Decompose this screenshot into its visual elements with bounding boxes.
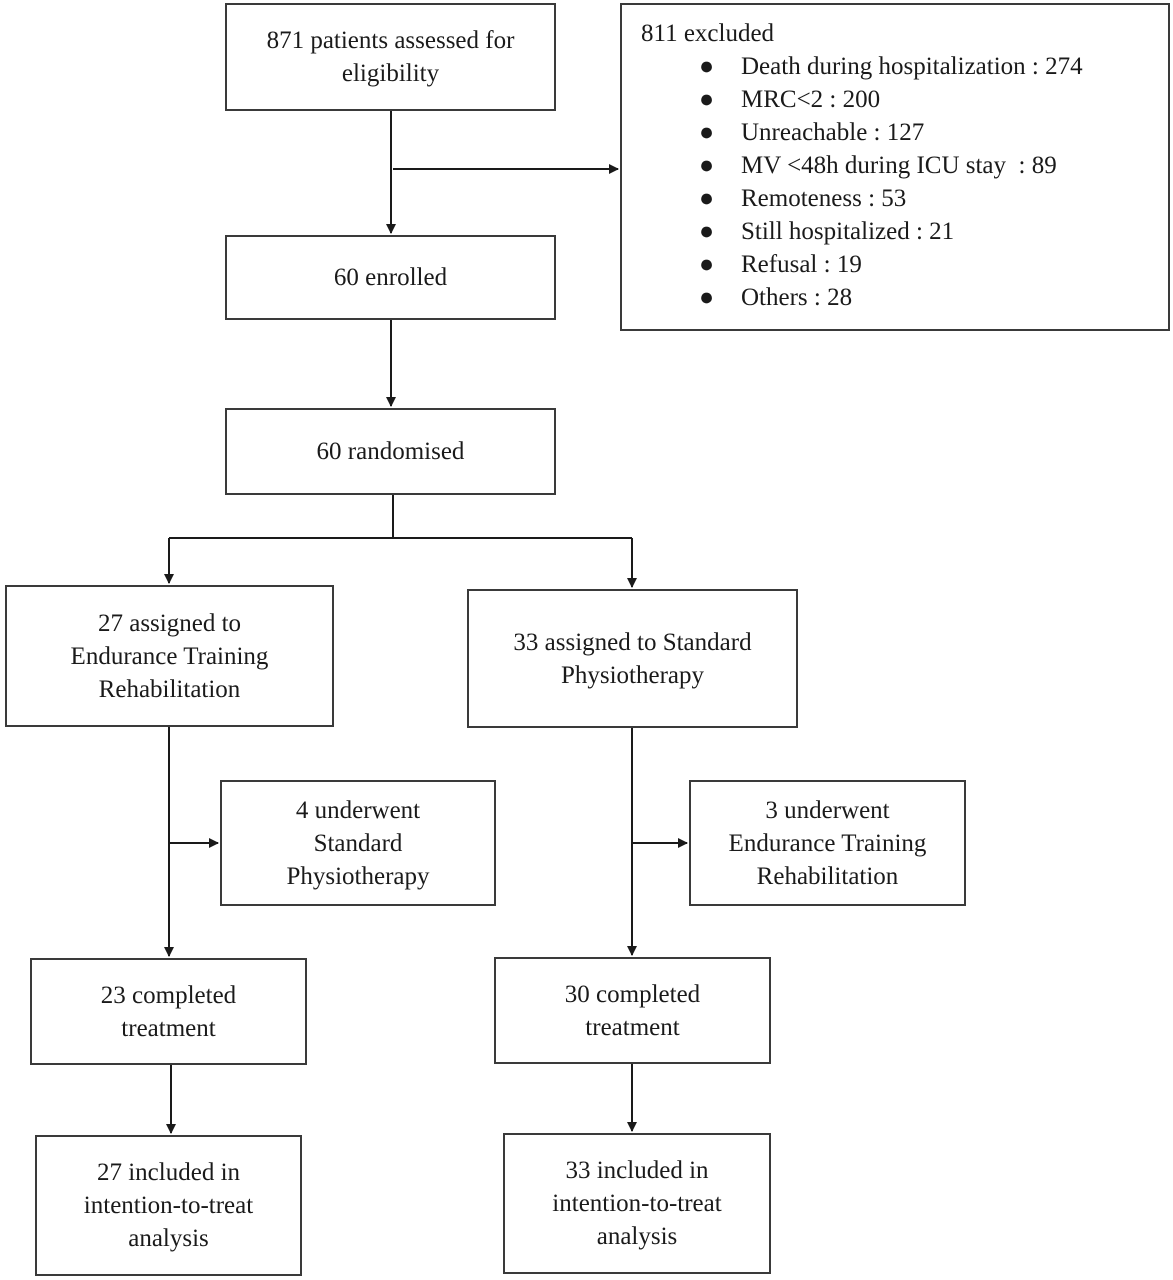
left-crossover-box: 4 underwent Standard Physiotherapy [220,780,496,906]
bullet-icon: ● [699,251,715,278]
left-assigned-line-1: 27 assigned to [97,609,242,637]
right-completed-line-1: 30 completed [564,980,701,1008]
left-itt-line-2: intention-to-treat [83,1192,254,1219]
excluded-item: ●MRC<2 : 200 [641,83,1168,116]
left-itt-line-3: analysis [128,1225,209,1252]
right-crossover-line-2: Endurance Training [728,829,927,857]
left-assigned-line-3: Rehabilitation [98,675,241,703]
bullet-icon: ● [699,185,715,212]
right-assigned-line-2: Physiotherapy [560,661,705,689]
right-assigned-line-1: 33 assigned to Standard [513,628,752,656]
excluded-list: ●Death during hospitalization : 274 ●MRC… [641,50,1168,314]
excluded-item: ●Death during hospitalization : 274 [641,50,1168,83]
right-itt-line-2: intention-to-treat [552,1190,722,1217]
assessed-line-2: eligibility [341,60,440,87]
excluded-box: 811 excluded ●Death during hospitalizati… [620,3,1170,331]
bullet-icon: ● [699,86,715,113]
left-itt-box: 27 included in intention-to-treat analys… [35,1135,302,1276]
excluded-item: ●Others : 28 [641,281,1168,314]
bullet-icon: ● [699,218,715,245]
left-crossover-line-1: 4 underwent [295,796,421,824]
excluded-item: ●Still hospitalized : 21 [641,215,1168,248]
left-completed-line-1: 23 completed [100,981,237,1009]
left-assigned-box: 27 assigned to Endurance Training Rehabi… [5,585,334,727]
bullet-icon: ● [699,119,715,146]
right-itt-line-1: 33 included in [565,1157,709,1184]
left-completed-box: 23 completed treatment [30,958,307,1065]
bullet-icon: ● [699,152,715,179]
left-crossover-line-2: Standard [313,829,403,857]
left-crossover-line-3: Physiotherapy [286,862,430,890]
right-completed-line-2: treatment [585,1013,680,1041]
left-completed-line-2: treatment [121,1014,216,1042]
excluded-title: 811 excluded [641,20,775,47]
left-itt-line-1: 27 included in [96,1159,241,1186]
bullet-icon: ● [699,284,715,311]
enrolled-line-1: 60 enrolled [333,264,448,291]
right-crossover-line-3: Rehabilitation [756,862,899,890]
randomised-line-1: 60 randomised [316,438,465,465]
right-assigned-box: 33 assigned to Standard Physiotherapy [467,589,798,728]
right-crossover-box: 3 underwent Endurance Training Rehabilit… [689,780,966,906]
assessed-line-1: 871 patients assessed for [266,27,515,54]
excluded-item: ●Refusal : 19 [641,248,1168,281]
excluded-item: ●Unreachable : 127 [641,116,1168,149]
left-assigned-line-2: Endurance Training [70,642,269,670]
excluded-item: ●Remoteness : 53 [641,182,1168,215]
right-itt-line-3: analysis [596,1223,678,1250]
assessed-box: 871 patients assessed for eligibility [225,3,556,111]
enrolled-box: 60 enrolled [225,235,556,320]
right-completed-box: 30 completed treatment [494,957,771,1064]
right-crossover-line-1: 3 underwent [765,796,890,824]
randomised-box: 60 randomised [225,408,556,495]
right-itt-box: 33 included in intention-to-treat analys… [503,1133,771,1274]
bullet-icon: ● [699,53,715,80]
excluded-item: ●MV <48h during ICU stay : 89 [641,149,1168,182]
